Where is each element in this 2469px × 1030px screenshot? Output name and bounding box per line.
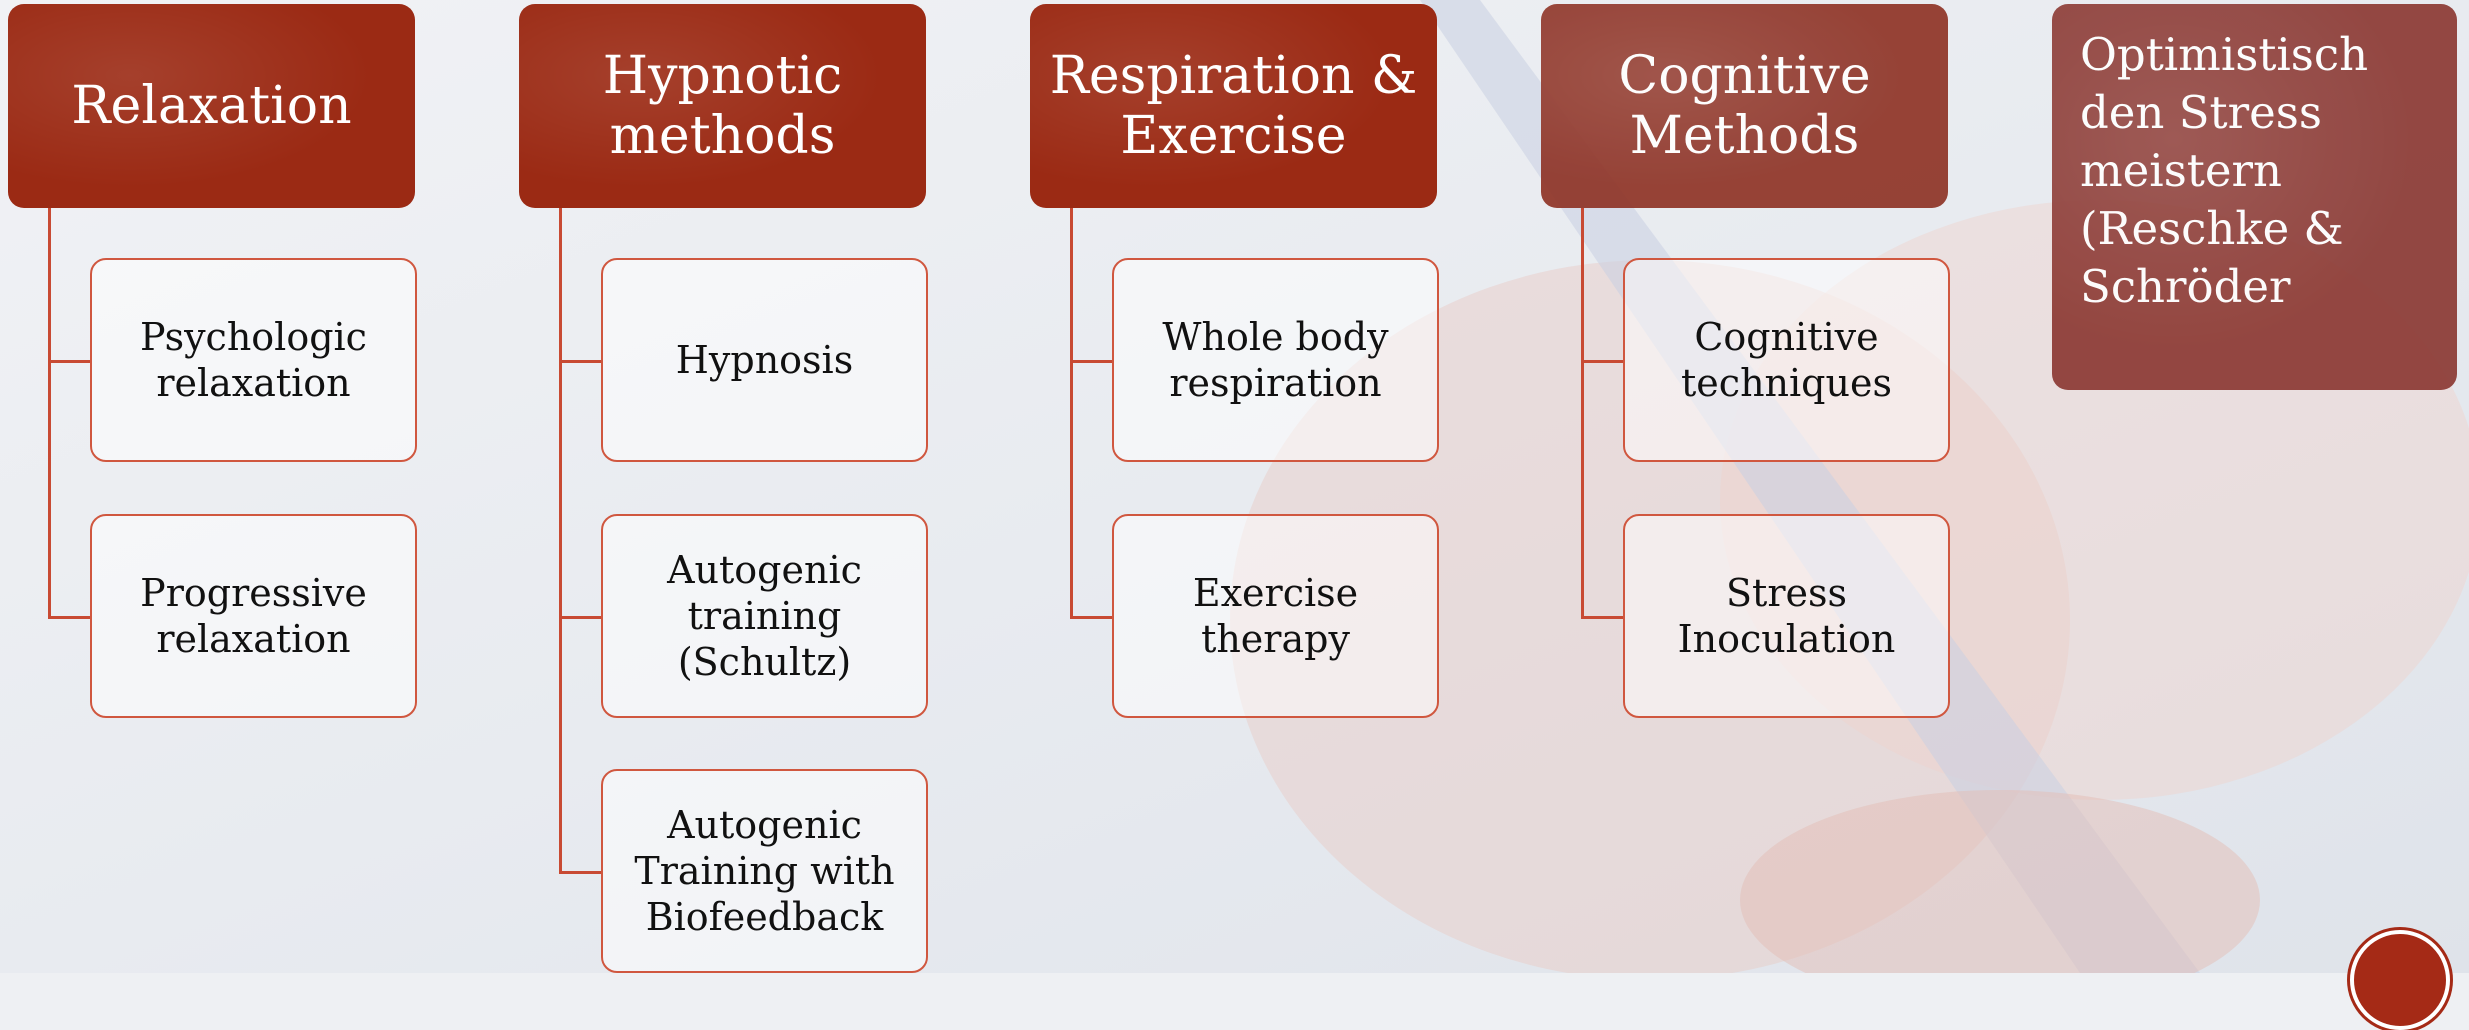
connector-hypnotic-3 (559, 871, 601, 874)
connector-relaxation-2 (48, 616, 90, 619)
connector-hypnotic-2 (559, 616, 601, 619)
connector-cognitive-2 (1581, 616, 1623, 619)
node-autogenic-biofeedback: Autogenic Training with Biofeedback (601, 769, 928, 973)
node-stress-inoculation: Stress Inoculation (1623, 514, 1950, 718)
header-relaxation: Relaxation (8, 4, 415, 208)
connector-respiration (1070, 208, 1073, 618)
connector-hypnotic (559, 208, 562, 873)
connector-relaxation-1 (48, 360, 90, 363)
header-respiration-exercise: Respiration & Exercise (1030, 4, 1437, 208)
node-progressive-relaxation: Progressive relaxation (90, 514, 417, 718)
node-hypnosis: Hypnosis (601, 258, 928, 462)
node-autogenic-training: Autogenic training (Schultz) (601, 514, 928, 718)
connector-hypnotic-1 (559, 360, 601, 363)
node-exercise-therapy: Exercise therapy (1112, 514, 1439, 718)
node-psychologic-relaxation: Psychologic relaxation (90, 258, 417, 462)
slide-number-circle (2350, 930, 2450, 1030)
header-cognitive-methods: Cognitive Methods (1541, 4, 1948, 208)
connector-respiration-2 (1070, 616, 1112, 619)
connector-cognitive (1581, 208, 1584, 618)
connector-respiration-1 (1070, 360, 1112, 363)
header-hypnotic-methods: Hypnotic methods (519, 4, 926, 208)
side-note-box: Optimistisch den Stress meistern (Reschk… (2052, 4, 2457, 390)
node-cognitive-techniques: Cognitive techniques (1623, 258, 1950, 462)
node-whole-body-respiration: Whole body respiration (1112, 258, 1439, 462)
connector-relaxation (48, 208, 51, 618)
connector-cognitive-1 (1581, 360, 1623, 363)
